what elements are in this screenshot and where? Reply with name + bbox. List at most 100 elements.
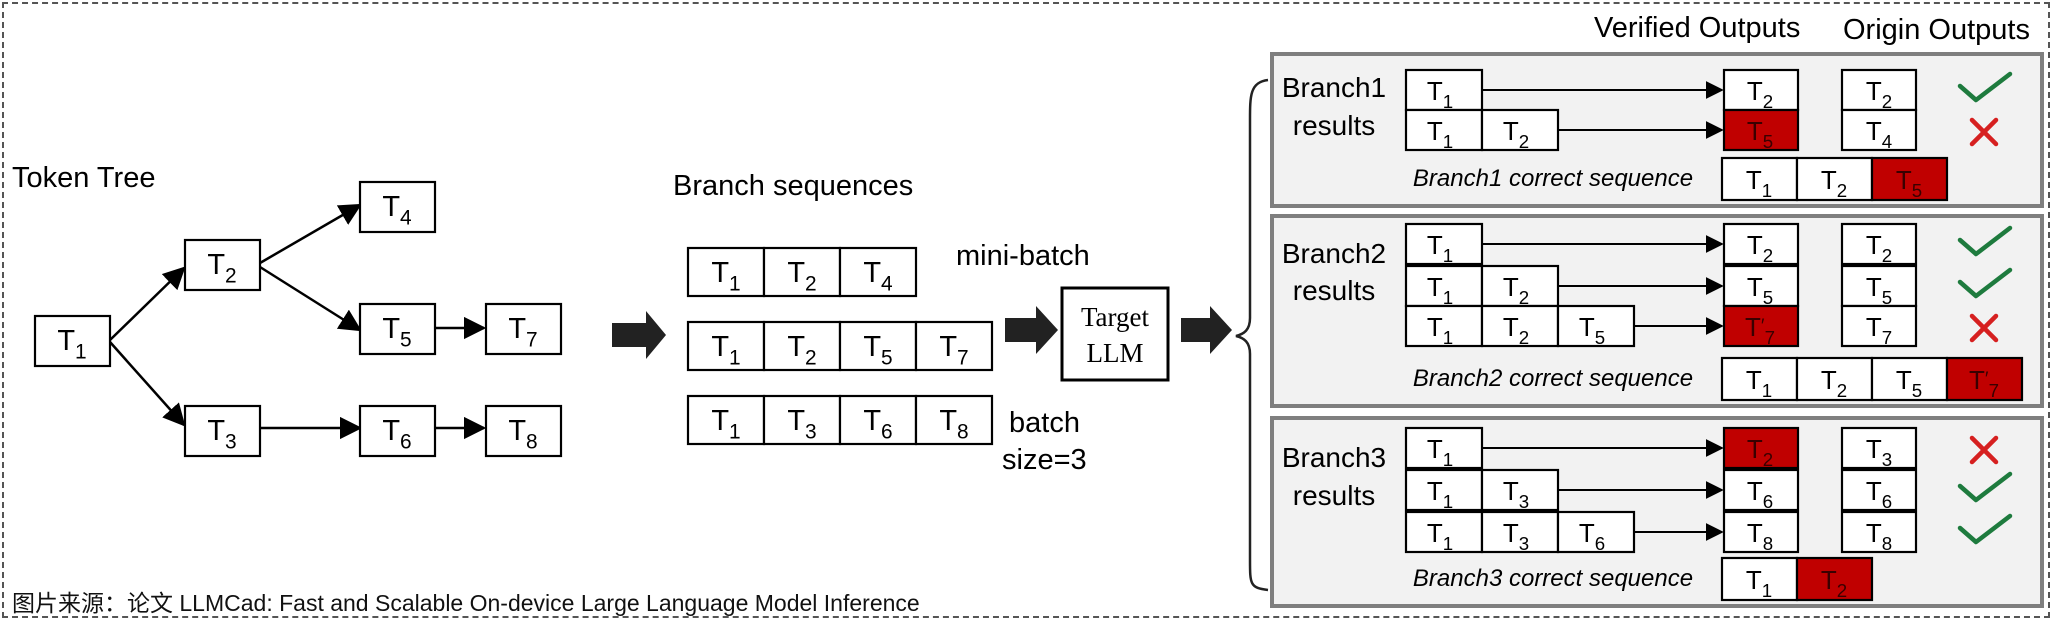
origin-output-token: T4 bbox=[1866, 116, 1892, 152]
input-token-cell bbox=[1556, 304, 1636, 348]
tree-node-box bbox=[484, 302, 563, 356]
verified-output-token: T′7 bbox=[1745, 312, 1775, 348]
tree-node-label: T5 bbox=[382, 313, 411, 352]
verified-output-cell bbox=[1722, 510, 1800, 554]
origin-output-cell bbox=[1840, 468, 1918, 512]
input-token: T1 bbox=[1427, 518, 1453, 554]
input-token-cell bbox=[1404, 510, 1484, 554]
target-llm-box bbox=[1060, 286, 1170, 382]
origin-output-token: T2 bbox=[1866, 76, 1892, 112]
input-token: T1 bbox=[1427, 116, 1453, 152]
cross-icon bbox=[1969, 313, 1999, 343]
tree-node-label: T3 bbox=[207, 415, 236, 454]
sequence-cell bbox=[762, 246, 842, 298]
token-tree-label: Token Tree bbox=[12, 162, 155, 194]
input-token: T2 bbox=[1503, 312, 1529, 348]
input-token-cell bbox=[1556, 510, 1636, 554]
result-row: T1 T2 T5 T4 bbox=[1404, 108, 1999, 152]
branch-title: Branch3 bbox=[1282, 442, 1386, 473]
sequence-cell bbox=[762, 394, 842, 446]
tree-node-box bbox=[358, 404, 437, 458]
correct-sequence-token: T5 bbox=[1896, 165, 1922, 201]
correct-sequence-label: Branch1 correct sequence bbox=[1413, 165, 1693, 192]
sequence-token: T7 bbox=[939, 331, 968, 370]
tree-node-t8: T8 bbox=[484, 404, 563, 458]
origin-output-cell bbox=[1840, 304, 1918, 348]
tree-node-box bbox=[33, 314, 112, 368]
tree-node-label: T1 bbox=[57, 325, 86, 364]
sequence-token: T3 bbox=[787, 405, 816, 444]
check-icon bbox=[1957, 71, 2013, 103]
sequence-cell bbox=[686, 320, 766, 372]
verified-output-cell bbox=[1722, 222, 1800, 266]
input-token-cell bbox=[1404, 304, 1484, 348]
correct-sequence-cell bbox=[1795, 556, 1874, 602]
flow-arrows bbox=[612, 306, 1232, 359]
input-token: T2 bbox=[1503, 272, 1529, 308]
arrow-to-results-icon bbox=[1181, 306, 1232, 354]
origin-output-cell bbox=[1840, 108, 1918, 152]
tree-node-t7: T7 bbox=[484, 302, 563, 356]
tree-node-label: T6 bbox=[382, 415, 411, 454]
sequence-cell bbox=[838, 394, 918, 446]
tree-node-t2: T2 bbox=[183, 238, 262, 292]
tree-node-box bbox=[183, 404, 262, 458]
correct-sequence-token: T2 bbox=[1821, 165, 1847, 201]
origin-output-token: T2 bbox=[1866, 230, 1892, 266]
correct-sequence-token: T1 bbox=[1746, 165, 1772, 201]
origin-output-cell bbox=[1840, 222, 1918, 266]
verified-output-cell bbox=[1722, 304, 1800, 348]
tree-node-t5: T5 bbox=[358, 302, 437, 356]
input-token: T5 bbox=[1579, 312, 1605, 348]
input-token: T1 bbox=[1427, 272, 1453, 308]
correct-sequence-token: T1 bbox=[1746, 565, 1772, 601]
origin-output-token: T7 bbox=[1866, 312, 1892, 348]
correct-sequence-token: T1 bbox=[1746, 365, 1772, 401]
input-token: T1 bbox=[1427, 312, 1453, 348]
target-llm-label: Target bbox=[1081, 302, 1150, 332]
tree-node-box bbox=[484, 404, 563, 458]
sequence-cell bbox=[914, 320, 994, 372]
input-token: T1 bbox=[1427, 434, 1453, 470]
check-icon bbox=[1957, 225, 2013, 257]
sequence-cell bbox=[914, 394, 994, 446]
source-caption: 图片来源：论文 LLMCad: Fast and Scalable On-dev… bbox=[12, 590, 920, 616]
correct-sequence-token: T′7 bbox=[1969, 365, 1999, 401]
branch-title: Branch1 bbox=[1282, 72, 1386, 103]
input-token: T1 bbox=[1427, 76, 1453, 112]
sequence-token: T2 bbox=[787, 331, 816, 370]
input-token: T1 bbox=[1427, 476, 1453, 512]
sequence-token: T1 bbox=[711, 257, 740, 296]
correct-sequence-cell bbox=[1870, 356, 1949, 402]
sequence-cell bbox=[762, 320, 842, 372]
origin-output-cell bbox=[1840, 68, 1918, 112]
verified-output-token: T5 bbox=[1747, 272, 1773, 308]
arrow-to-llm-icon bbox=[1005, 306, 1058, 354]
origin-output-token: T3 bbox=[1866, 434, 1892, 470]
sequence-cell bbox=[686, 246, 766, 298]
results-brace bbox=[1235, 78, 1269, 592]
correct-sequence-label: Branch2 correct sequence bbox=[1413, 365, 1693, 392]
input-token: T2 bbox=[1503, 116, 1529, 152]
verified-output-cell bbox=[1722, 68, 1800, 112]
sequence-token: T8 bbox=[939, 405, 968, 444]
cross-icon bbox=[1969, 435, 1999, 465]
input-token: T1 bbox=[1427, 230, 1453, 266]
batch-size-label: size=3 bbox=[1002, 444, 1087, 476]
input-token: T3 bbox=[1503, 476, 1529, 512]
check-icon bbox=[1957, 267, 2013, 299]
origin-output-token: T5 bbox=[1866, 272, 1892, 308]
verified-output-token: T5 bbox=[1747, 116, 1773, 152]
tree-node-t1: T1 bbox=[33, 314, 112, 368]
branch-subtitle: results bbox=[1293, 275, 1375, 306]
input-token-cell bbox=[1480, 304, 1560, 348]
input-token-cell bbox=[1480, 510, 1560, 554]
